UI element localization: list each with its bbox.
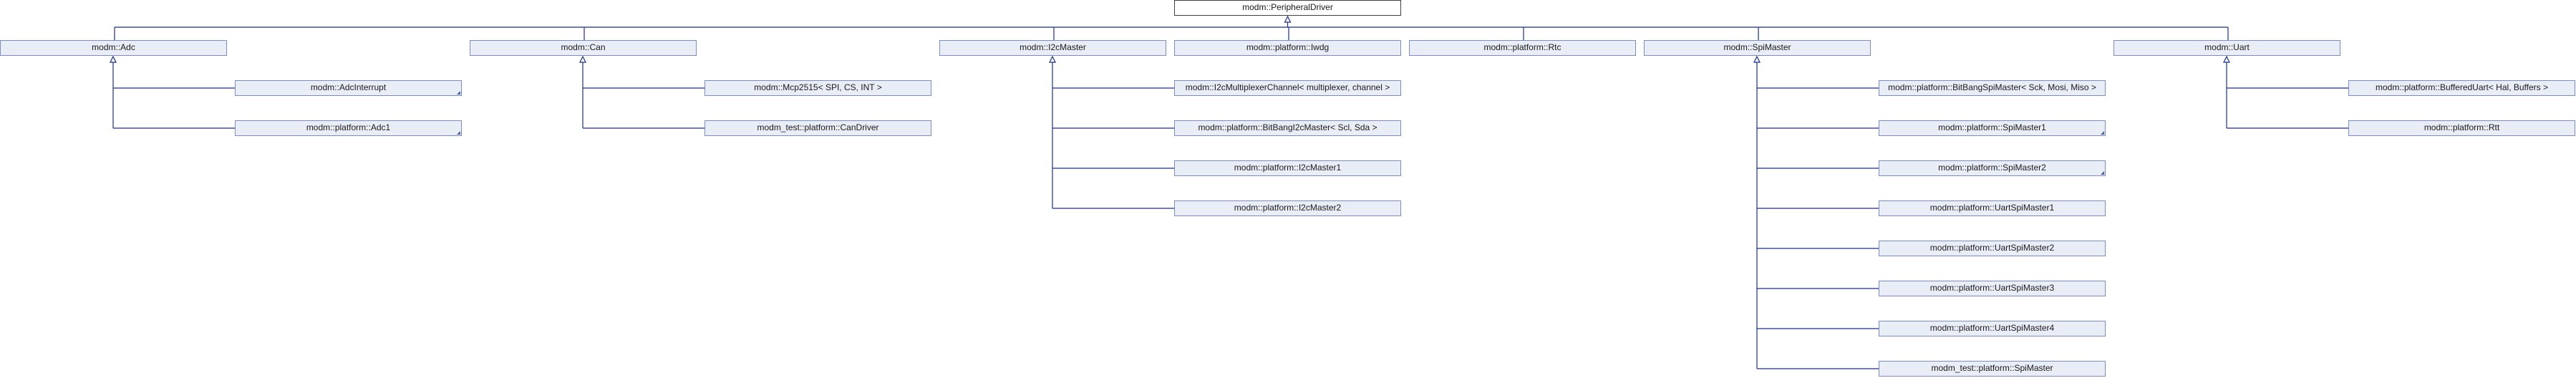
- subclass-node-0-1[interactable]: modm::platform::Adc1: [235, 120, 462, 136]
- subclass-node-5-7[interactable]: modm_test::platform::SpiMaster: [1879, 361, 2106, 377]
- subclass-node-2-3[interactable]: modm::platform::I2cMaster2: [1174, 200, 1401, 216]
- subclass-node-6-0[interactable]: modm::platform::BufferedUart< Hal, Buffe…: [2348, 80, 2575, 96]
- subclass-node-0-0[interactable]: modm::AdcInterrupt: [235, 80, 462, 96]
- subclass-node-5-2[interactable]: modm::platform::SpiMaster2: [1879, 160, 2106, 176]
- subclass-node-2-2[interactable]: modm::platform::I2cMaster1: [1174, 160, 1401, 176]
- subclass-node-5-1[interactable]: modm::platform::SpiMaster1: [1879, 120, 2106, 136]
- group-arrowhead-1: [579, 55, 586, 63]
- group-arrowhead-6: [2223, 55, 2230, 63]
- group-node-3[interactable]: modm::platform::Iwdg: [1174, 40, 1401, 56]
- subclass-node-5-4[interactable]: modm::platform::UartSpiMaster2: [1879, 241, 2106, 256]
- root-arrowhead: [1284, 15, 1292, 23]
- group-node-1[interactable]: modm::Can: [470, 40, 697, 56]
- subclass-node-2-0[interactable]: modm::I2cMultiplexerChannel< multiplexer…: [1174, 80, 1401, 96]
- group-arrowhead-2: [1049, 55, 1056, 63]
- subclass-node-1-0[interactable]: modm::Mcp2515< SPI, CS, INT >: [704, 80, 931, 96]
- subclass-node-5-0[interactable]: modm::platform::BitBangSpiMaster< Sck, M…: [1879, 80, 2106, 96]
- group-node-6[interactable]: modm::Uart: [2113, 40, 2340, 56]
- group-arrowhead-5: [1753, 55, 1761, 63]
- subclass-node-5-5[interactable]: modm::platform::UartSpiMaster3: [1879, 281, 2106, 296]
- subclass-node-6-1[interactable]: modm::platform::Rtt: [2348, 120, 2575, 136]
- group-node-2[interactable]: modm::I2cMaster: [939, 40, 1166, 56]
- subclass-node-2-1[interactable]: modm::platform::BitBangI2cMaster< Scl, S…: [1174, 120, 1401, 136]
- subclass-node-5-6[interactable]: modm::platform::UartSpiMaster4: [1879, 321, 2106, 336]
- subclass-node-1-1[interactable]: modm_test::platform::CanDriver: [704, 120, 931, 136]
- group-arrowhead-0: [110, 55, 117, 63]
- group-node-4[interactable]: modm::platform::Rtc: [1409, 40, 1636, 56]
- root-class-node[interactable]: modm::PeripheralDriver: [1174, 0, 1401, 16]
- group-node-5[interactable]: modm::SpiMaster: [1644, 40, 1871, 56]
- subclass-node-5-3[interactable]: modm::platform::UartSpiMaster1: [1879, 200, 2106, 216]
- group-node-0[interactable]: modm::Adc: [0, 40, 227, 56]
